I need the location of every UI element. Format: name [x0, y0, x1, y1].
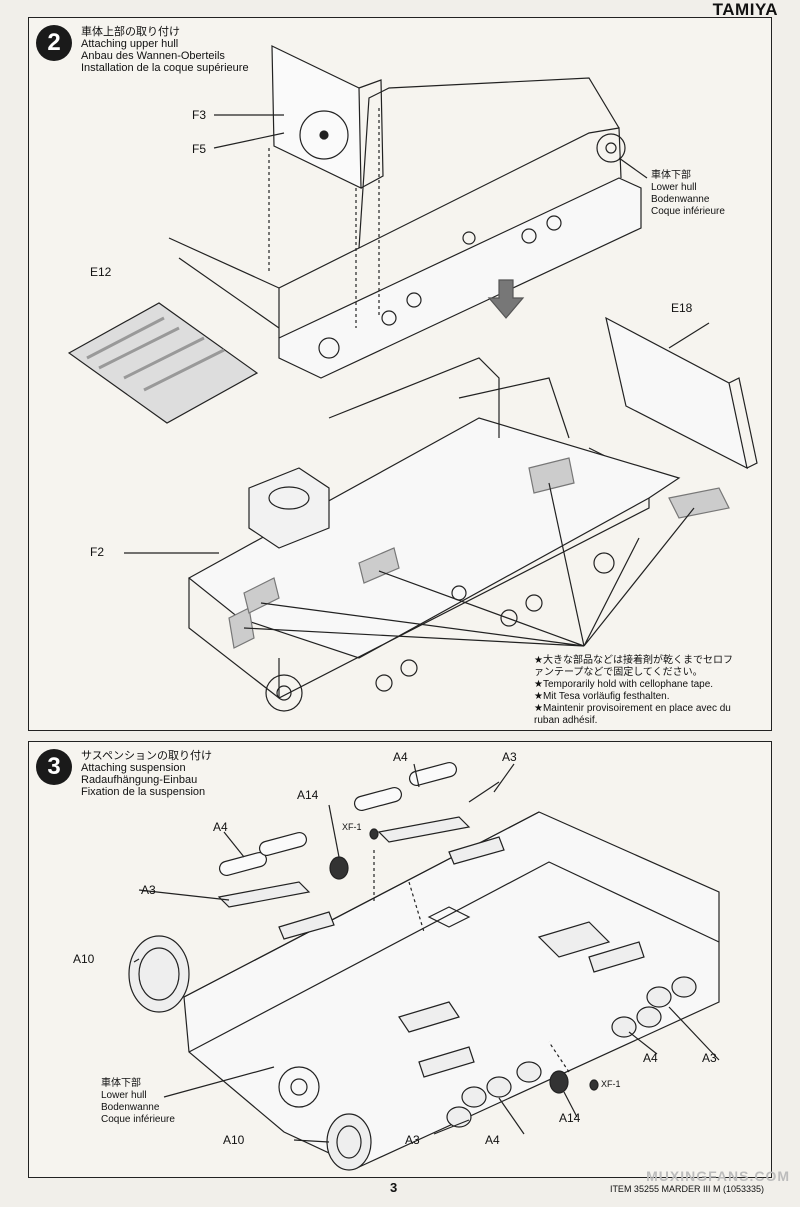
lower-hull-de: Bodenwanne [651, 194, 710, 205]
paint-label-xf1-top: XF-1 [342, 822, 362, 832]
note-de: ★Mit Tesa vorläufig festhalten. [534, 691, 670, 702]
part-label-a4-top: A4 [393, 750, 408, 764]
lower-hull-en: Lower hull [651, 182, 697, 193]
page-number: 3 [390, 1180, 398, 1195]
item-code: ITEM 35255 MARDER III M (1053335) [609, 1184, 764, 1194]
step-2-panel: 2 車体上部の取り付け Attaching upper hull Anbau d… [28, 17, 772, 731]
lower-hull-label: 車体下部 Lower hull Bodenwanne Coque inférie… [101, 1078, 175, 1126]
note-en: ★Temporarily hold with cellophane tape. [534, 679, 714, 690]
part-label-a4-bottom: A4 [485, 1133, 500, 1147]
part-label-a10-left: A10 [73, 952, 95, 966]
title-en: Attaching suspension [81, 762, 186, 774]
site-watermark: MUXINGFANS.COM [646, 1168, 790, 1184]
lower-hull-fr: Coque inférieure [101, 1114, 175, 1125]
lower-hull-label: 車体下部 Lower hull Bodenwanne Coque inférie… [651, 170, 725, 218]
brand-logo: TAMIYA [712, 0, 778, 19]
title-de: Radaufhängung-Einbau [81, 774, 198, 786]
part-label-a3-bottom: A3 [405, 1133, 420, 1147]
step-3-panel: 3 サスペンションの取り付け Attaching suspension Rada… [28, 741, 772, 1178]
tape-note: ★大きな部品などは接着剤が乾くまでセロフ ァンテープなどで固定してください。 ★… [534, 655, 733, 727]
lower-hull-de: Bodenwanne [101, 1102, 160, 1113]
part-label-a14-top: A14 [297, 788, 319, 802]
upper-hull-assembly-drawing [67, 45, 758, 712]
suspension-assembly-drawing [128, 762, 720, 1171]
lower-hull-jp: 車体下部 [101, 1078, 141, 1089]
note-fr-line2: ruban adhésif. [534, 715, 598, 726]
part-label-e12: E12 [90, 265, 112, 279]
part-label-a4-left: A4 [213, 820, 228, 834]
part-label-a14-bottom: A14 [559, 1111, 581, 1125]
part-label-f2: F2 [90, 545, 105, 559]
lower-hull-jp: 車体下部 [651, 170, 691, 181]
step-title: 車体上部の取り付け Attaching upper hull Anbau des… [81, 26, 249, 74]
part-label-a3-right: A3 [702, 1051, 717, 1065]
note-jp-line2: ァンテープなどで固定してください。 [534, 667, 703, 678]
title-jp: 車体上部の取り付け [81, 26, 180, 38]
part-label-f5: F5 [192, 142, 207, 156]
part-label-a4-right: A4 [643, 1051, 658, 1065]
part-label-f3: F3 [192, 108, 207, 122]
step-number: 3 [36, 749, 72, 785]
part-label-a10-bottom: A10 [223, 1133, 245, 1147]
step-number: 2 [36, 25, 72, 61]
step-title: サスペンションの取り付け Attaching suspension Radauf… [81, 750, 212, 798]
note-jp-line1: ★大きな部品などは接着剤が乾くまでセロフ [534, 655, 733, 666]
title-jp: サスペンションの取り付け [81, 750, 213, 762]
title-de: Anbau des Wannen-Oberteils [81, 50, 225, 62]
part-label-e18: E18 [671, 301, 693, 315]
title-fr: Fixation de la suspension [81, 786, 206, 798]
paint-label-xf1-bottom: XF-1 [601, 1079, 621, 1089]
title-en: Attaching upper hull [81, 38, 179, 50]
part-label-a3-left: A3 [141, 883, 156, 897]
note-fr-line1: ★Maintenir provisoirement en place avec … [534, 703, 731, 714]
part-label-a3-top: A3 [502, 750, 517, 764]
lower-hull-fr: Coque inférieure [651, 206, 725, 217]
title-fr: Installation de la coque supérieure [81, 62, 249, 74]
lower-hull-en: Lower hull [101, 1090, 147, 1101]
